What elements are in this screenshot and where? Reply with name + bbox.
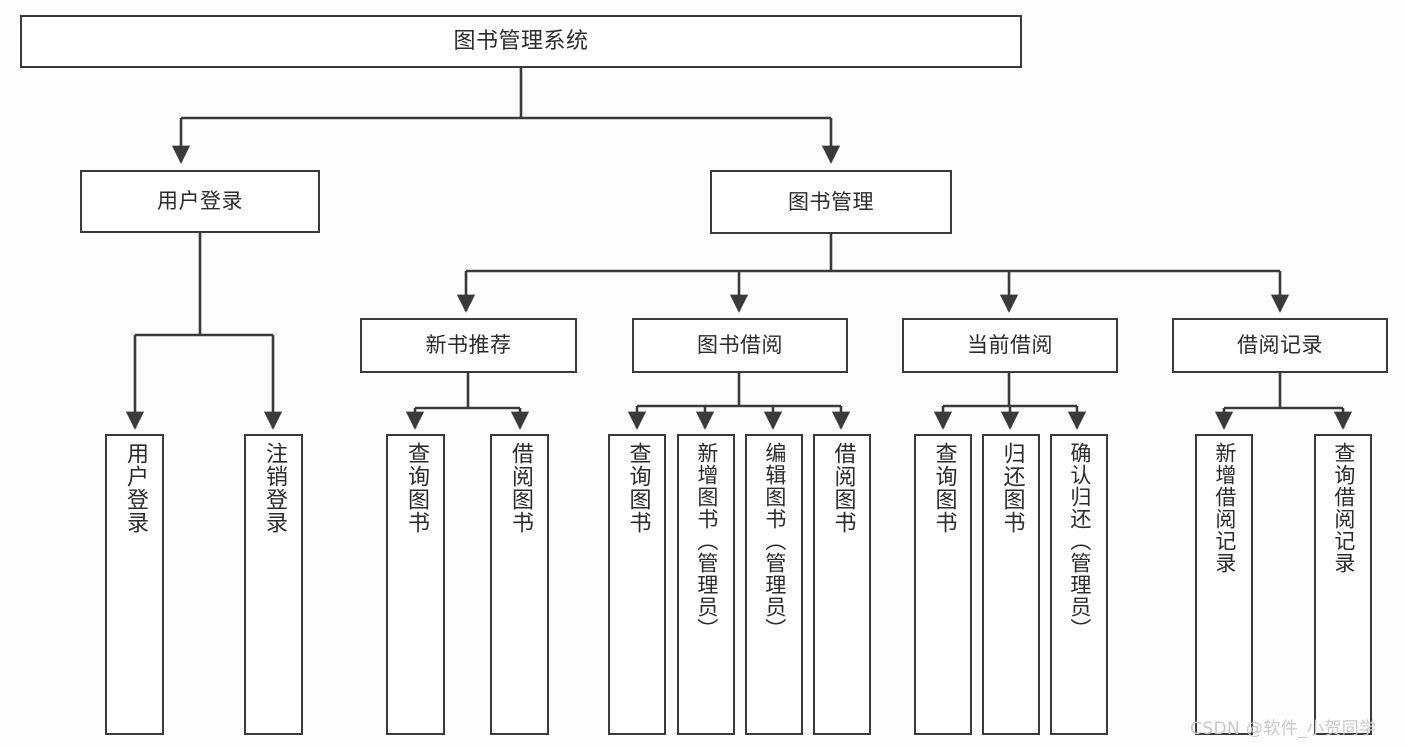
node-label: 借阅记录 xyxy=(1237,333,1323,358)
leaf-borrow-record-add-record[interactable]: 新增借阅记录 xyxy=(1195,434,1253,735)
node-user-login[interactable]: 用户登录 xyxy=(80,170,320,233)
leaf-new-book-query-book[interactable]: 查询图书 xyxy=(386,434,445,735)
node-label: 当前借阅 xyxy=(967,333,1053,358)
watermark: CSDN @软件_小贺同学 xyxy=(1190,719,1377,739)
node-label: 图书管理 xyxy=(788,189,874,214)
leaf-current-borrow-return-book[interactable]: 归还图书 xyxy=(982,434,1040,735)
node-label: 新增图书（管理员） xyxy=(694,442,719,640)
node-label: 确认归还（管理员） xyxy=(1067,442,1092,640)
node-label: 注销登录 xyxy=(261,442,287,534)
node-label: 用户登录 xyxy=(122,442,148,534)
node-root-book-management-system[interactable]: 图书管理系统 xyxy=(20,15,1022,68)
node-book-borrow[interactable]: 图书借阅 xyxy=(632,318,848,373)
leaf-book-borrow-query-book[interactable]: 查询图书 xyxy=(608,434,666,735)
node-label: 新书推荐 xyxy=(425,333,512,358)
node-current-borrow[interactable]: 当前借阅 xyxy=(902,318,1118,373)
node-label: 图书借阅 xyxy=(697,333,783,358)
node-label: 编辑图书（管理员） xyxy=(762,442,787,640)
leaf-new-book-borrow-book[interactable]: 借阅图书 xyxy=(490,434,549,735)
node-new-book-recommend[interactable]: 新书推荐 xyxy=(360,318,577,373)
leaf-book-borrow-borrow-book[interactable]: 借阅图书 xyxy=(813,434,871,735)
node-label: 查询图书 xyxy=(625,442,651,534)
leaf-book-borrow-edit-book-admin[interactable]: 编辑图书（管理员） xyxy=(745,434,803,735)
node-book-management[interactable]: 图书管理 xyxy=(710,170,952,234)
node-label: 新增借阅记录 xyxy=(1212,442,1237,574)
node-label: 借阅图书 xyxy=(507,442,533,534)
node-label: 用户登录 xyxy=(157,189,243,214)
node-label: 查询借阅记录 xyxy=(1331,442,1356,574)
node-label: 图书管理系统 xyxy=(453,28,589,54)
node-label: 借阅图书 xyxy=(830,442,856,534)
node-label: 归还图书 xyxy=(999,442,1025,534)
node-label: 查询图书 xyxy=(931,442,957,534)
leaf-borrow-record-query-record[interactable]: 查询借阅记录 xyxy=(1314,434,1372,735)
leaf-user-login-logout[interactable]: 注销登录 xyxy=(244,434,303,735)
leaf-current-borrow-query-book[interactable]: 查询图书 xyxy=(914,434,972,735)
leaf-book-borrow-add-book-admin[interactable]: 新增图书（管理员） xyxy=(677,434,735,735)
node-label: 查询图书 xyxy=(403,442,429,534)
node-borrow-record[interactable]: 借阅记录 xyxy=(1172,318,1388,373)
leaf-current-borrow-confirm-return-admin[interactable]: 确认归还（管理员） xyxy=(1050,434,1108,735)
leaf-user-login-login[interactable]: 用户登录 xyxy=(105,434,164,735)
